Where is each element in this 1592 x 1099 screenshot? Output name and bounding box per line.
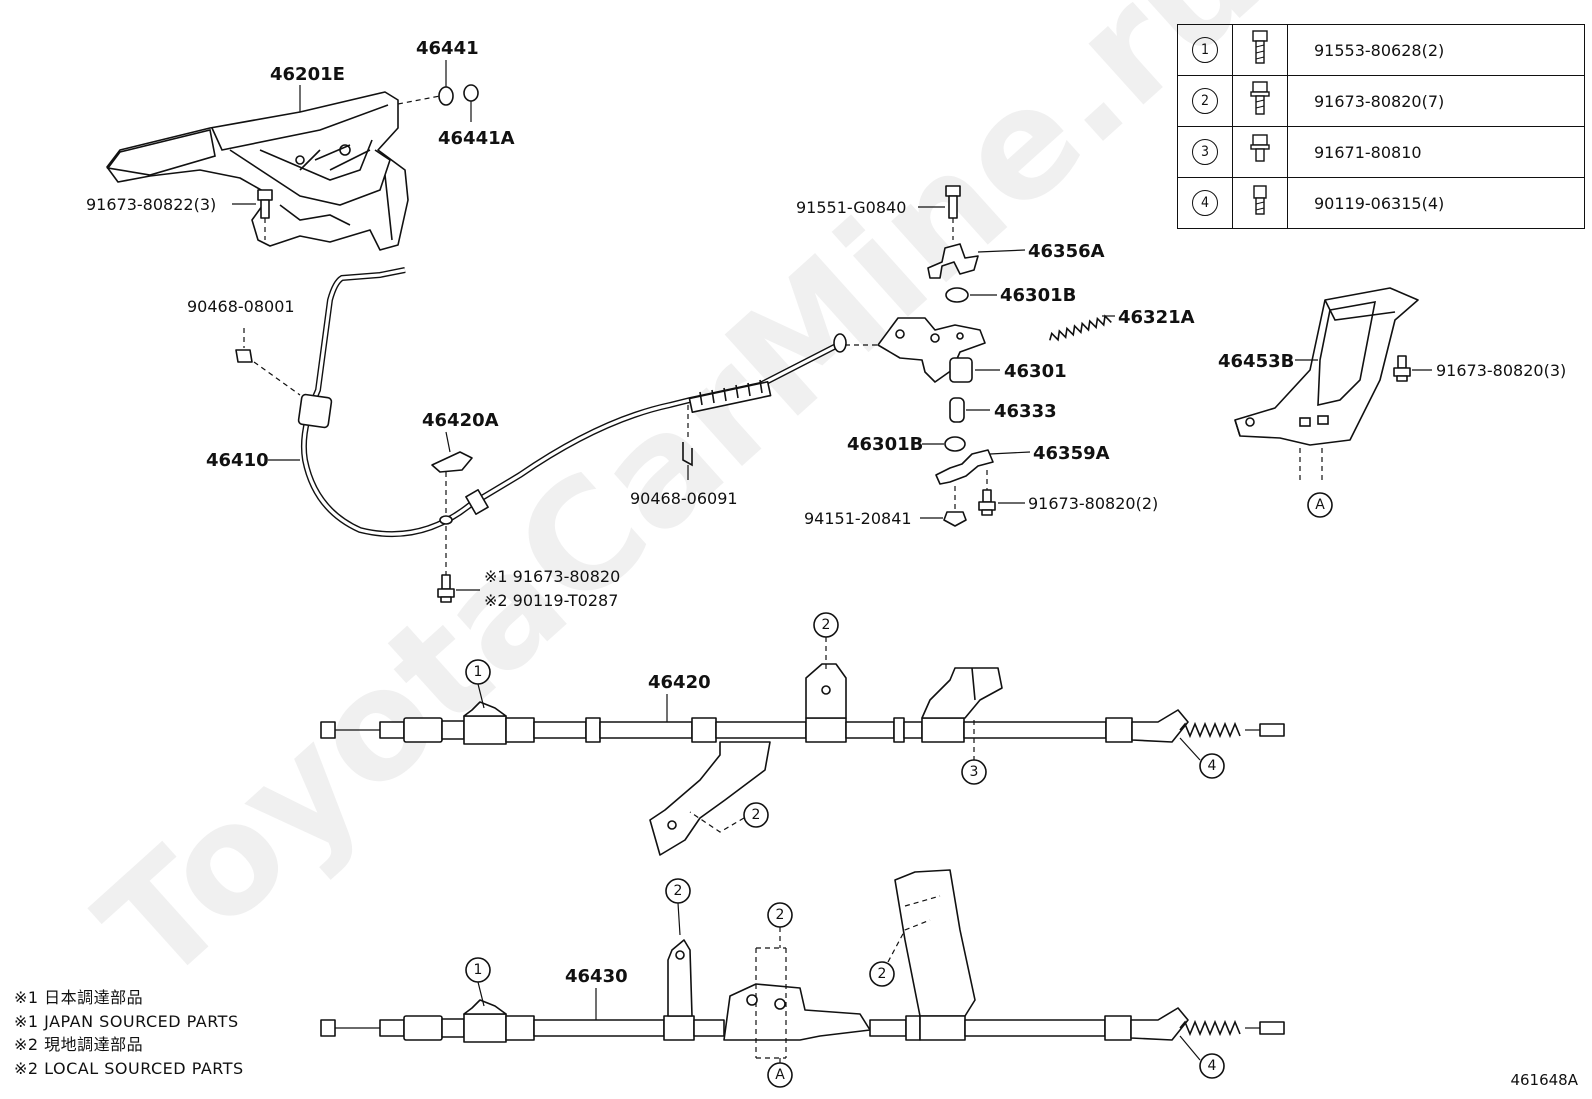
callout-2-rear-46430-right-label: 2	[878, 966, 887, 982]
label-91673-80820-2: 91673-80820(2)	[1028, 494, 1158, 513]
clip-90468-08001	[235, 349, 253, 363]
label-46410: 46410	[206, 450, 269, 471]
table-row: 4 90119-06315(4)	[1177, 177, 1585, 229]
table-ref-2: 2	[1192, 88, 1218, 114]
table-ref-1: 1	[1192, 37, 1218, 63]
washer-bolt-icon	[1250, 81, 1270, 115]
callout-4-rear-46430	[1199, 1053, 1225, 1079]
table-part-1: 91553-80628(2)	[1287, 24, 1585, 76]
fastener-table: 1 91553-80628(2) 2 91673-80820(7) 3 9167…	[1177, 24, 1585, 229]
callout-2-rear-46420-low-label: 2	[752, 807, 761, 823]
callout-A-upper	[1307, 492, 1333, 518]
parking-brake-lever-assembly	[106, 91, 409, 251]
label-91673-80820-x1: ※1 91673-80820	[484, 567, 620, 586]
bracket-46453B	[1234, 287, 1419, 446]
table-ref-4: 4	[1192, 190, 1218, 216]
grommet-46441	[438, 86, 454, 106]
label-46441: 46441	[416, 38, 479, 59]
label-46441A: 46441A	[438, 128, 515, 149]
flange-bolt-icon	[1252, 30, 1268, 64]
spring-46321A	[1049, 314, 1112, 342]
bushing-46301B-mid	[944, 436, 966, 452]
label-46359A: 46359A	[1033, 443, 1110, 464]
label-46430: 46430	[565, 966, 628, 987]
rear-cable-46430	[320, 869, 1285, 1043]
clip-90468-06091	[682, 442, 693, 467]
label-90119-T0287-x2: ※2 90119-T0287	[484, 591, 618, 610]
label-46420: 46420	[648, 672, 711, 693]
label-91673-80822: 91673-80822(3)	[86, 195, 216, 214]
note-line: ※1 日本調達部品	[14, 988, 144, 1007]
table-ref-3: 3	[1192, 139, 1218, 165]
table-row: 2 91673-80820(7)	[1177, 75, 1585, 127]
label-46301: 46301	[1004, 361, 1067, 382]
label-46301B-mid: 46301B	[847, 434, 923, 455]
washer-bolt-short-icon	[1250, 134, 1270, 162]
label-94151-20841: 94151-20841	[804, 509, 912, 528]
sourcing-notes: ※1 日本調達部品 ※1 JAPAN SOURCED PARTS ※2 現地調達…	[14, 986, 244, 1080]
table-row: 3 91671-80810	[1177, 126, 1585, 178]
bracket-46356A	[927, 243, 979, 279]
callout-4-rear-46420-label: 4	[1208, 758, 1217, 774]
note-line: ※1 JAPAN SOURCED PARTS	[14, 1011, 239, 1031]
label-46453B: 46453B	[1218, 351, 1294, 372]
bolt-91673-80820-2	[978, 489, 996, 516]
label-46201E: 46201E	[270, 64, 345, 85]
label-46301B-top: 46301B	[1000, 285, 1076, 306]
drawing-code: 461648A	[1510, 1071, 1578, 1089]
table-part-2: 91673-80820(7)	[1287, 75, 1585, 127]
bracket-46359A	[935, 449, 994, 485]
clamp-46420A	[431, 451, 473, 473]
bolt-91673-80822	[257, 189, 273, 219]
bushing-46301B-top	[945, 287, 969, 303]
callout-A-lower-label: A	[775, 1067, 785, 1083]
label-46420A: 46420A	[422, 410, 499, 431]
callout-2-rear-46430-left-label: 2	[674, 883, 683, 899]
table-part-3: 91671-80810	[1287, 126, 1585, 178]
label-91673-80820-3: 91673-80820(3)	[1436, 361, 1566, 380]
callout-A-upper-label: A	[1315, 497, 1325, 513]
collar-46333	[949, 397, 965, 423]
callout-4-rear-46430-label: 4	[1208, 1058, 1217, 1074]
label-90468-06091: 90468-06091	[630, 489, 738, 508]
bolt-91673-80820-variant	[437, 574, 455, 603]
callout-1-rear-46420-label: 1	[474, 664, 483, 680]
callout-2-rear-46420-top-label: 2	[822, 617, 831, 633]
callout-1-rear-46430-label: 1	[474, 962, 483, 978]
equalizer-46301	[877, 317, 986, 383]
callout-4-rear-46420	[1199, 753, 1225, 779]
label-90468-08001: 90468-08001	[187, 297, 295, 316]
callout-3-rear-46420-label: 3	[970, 764, 979, 780]
table-row: 1 91553-80628(2)	[1177, 24, 1585, 76]
label-46356A: 46356A	[1028, 241, 1105, 262]
label-91551-G0840: 91551-G0840	[796, 198, 906, 217]
front-cable-46410	[297, 267, 847, 538]
note-line: ※2 現地調達部品	[14, 1035, 144, 1054]
note-line: ※2 LOCAL SOURCED PARTS	[14, 1058, 244, 1078]
grommet-46441A	[463, 84, 479, 102]
label-46321A: 46321A	[1118, 307, 1195, 328]
hex-bolt-icon	[1253, 185, 1267, 215]
callout-2-rear-46430-mid-label: 2	[776, 907, 785, 923]
label-46333: 46333	[994, 401, 1057, 422]
table-part-4: 90119-06315(4)	[1287, 177, 1585, 229]
callout-2-rear-46430-right	[869, 961, 895, 987]
rear-cable-46420	[320, 663, 1285, 856]
nut-94151-20841	[943, 511, 967, 527]
callout-2-rear-46420-low	[743, 802, 769, 828]
bolt-91673-80820-3	[1393, 355, 1411, 382]
